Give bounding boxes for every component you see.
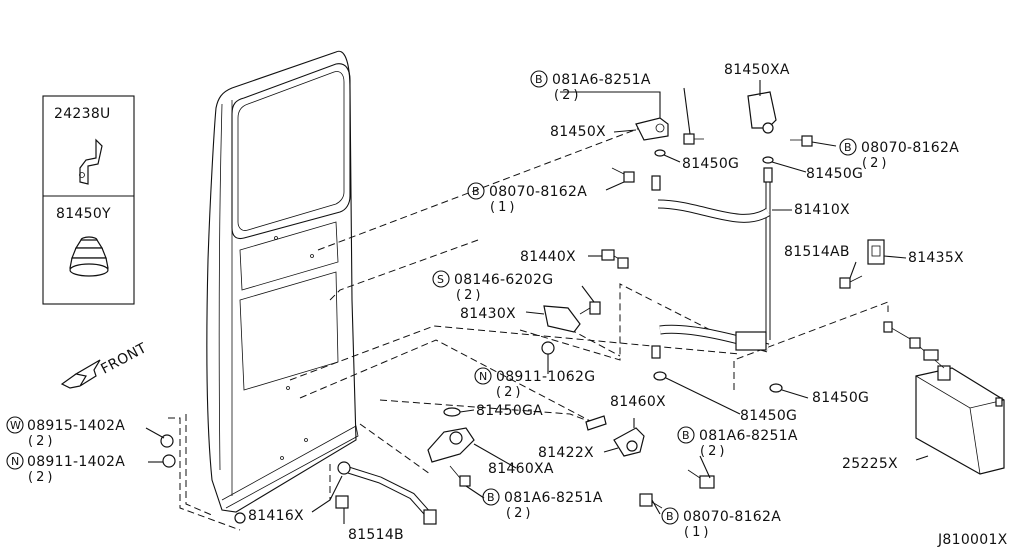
bolt-symbol-icon bbox=[661, 507, 679, 525]
prefix-s: S bbox=[437, 273, 444, 286]
label-81422x: 81422X bbox=[538, 445, 594, 461]
label-08146: 08146-6202G bbox=[454, 272, 553, 288]
prefix-b: B bbox=[844, 141, 852, 154]
label-08911-mid-qty: (2) bbox=[496, 385, 523, 400]
label-08070-top: 08070-8162A bbox=[861, 140, 959, 156]
prefix-b: B bbox=[487, 491, 495, 504]
label-08915-qty: (2) bbox=[28, 434, 55, 449]
label-81450xa: 81450XA bbox=[724, 62, 790, 78]
label-81450x: 81450X bbox=[550, 124, 606, 140]
hinge-81460x bbox=[585, 415, 715, 509]
label-81410x: 81410X bbox=[794, 202, 850, 218]
rod-assembly-81410x bbox=[651, 167, 773, 359]
bracket-24238u-icon bbox=[79, 138, 103, 185]
part-labels: B 081A6-8251A (2) 81450XA 81450X 81450G … bbox=[6, 62, 1008, 548]
front-label: FRONT bbox=[98, 340, 149, 377]
grommet-81450g-lower-right bbox=[769, 383, 783, 393]
grommet-81450g-lower-left bbox=[653, 371, 667, 381]
prefix-b: B bbox=[666, 510, 674, 523]
label-08070-bot: 08070-8162A bbox=[683, 509, 781, 525]
hinge-81460xa bbox=[427, 407, 475, 487]
bolt-symbol-icon bbox=[677, 426, 695, 444]
label-08911-mid: 08911-1062G bbox=[496, 369, 595, 385]
label-08146-qty: (2) bbox=[456, 288, 483, 303]
label-081a6-bot: 081A6-8251A bbox=[504, 490, 603, 506]
label-81416x: 81416X bbox=[248, 508, 304, 524]
label-081a6-mid: 081A6-8251A bbox=[699, 428, 798, 444]
bolt-symbol-icon bbox=[467, 182, 485, 200]
label-081a6-top: 081A6-8251A bbox=[552, 72, 651, 88]
prefix-n: N bbox=[479, 370, 487, 383]
front-arrow: FRONT bbox=[60, 340, 150, 389]
label-81430x: 81430X bbox=[460, 306, 516, 322]
washer-symbol-icon bbox=[6, 416, 24, 434]
nut-08911-icon bbox=[162, 454, 176, 468]
bracket-81430x bbox=[541, 301, 601, 355]
label-81514ab: 81514AB bbox=[784, 244, 850, 260]
inset-box: 24238U 81450Y bbox=[42, 95, 135, 305]
rear-door-panel bbox=[206, 50, 359, 524]
prefix-b: B bbox=[682, 429, 690, 442]
prefix-n: N bbox=[11, 455, 19, 468]
label-081a6-mid-qty: (2) bbox=[700, 444, 727, 459]
label-81435x: 81435X bbox=[908, 250, 964, 266]
prefix-b: B bbox=[472, 185, 480, 198]
label-81450g-c: 81450G bbox=[812, 390, 869, 406]
label-81440x: 81440X bbox=[520, 249, 576, 265]
inset-label-81450y: 81450Y bbox=[56, 206, 111, 222]
label-081a6-top-qty: (2) bbox=[554, 88, 581, 103]
label-08911-left-qty: (2) bbox=[28, 470, 55, 485]
label-08070-mid-qty: (1) bbox=[490, 200, 517, 215]
nut-symbol-icon bbox=[474, 367, 492, 385]
label-81450g-a: 81450G bbox=[682, 156, 739, 172]
clip-81435x bbox=[839, 239, 885, 289]
prefix-w: W bbox=[10, 419, 21, 432]
label-81460x: 81460X bbox=[610, 394, 666, 410]
bolt-symbol-icon bbox=[839, 138, 857, 156]
bracket-81450xa bbox=[747, 91, 813, 164]
label-08070-top-qty: (2) bbox=[862, 156, 889, 171]
label-81450g-d: 81450G bbox=[740, 408, 797, 424]
rubber-boot-81450y-icon bbox=[69, 236, 109, 277]
bolt-symbol-icon bbox=[482, 488, 500, 506]
rod-81416x bbox=[335, 461, 437, 525]
label-81460xa: 81460XA bbox=[488, 461, 554, 477]
diagram-code: J810001X bbox=[937, 532, 1008, 548]
screw-symbol-icon bbox=[432, 270, 450, 288]
label-081a6-bot-qty: (2) bbox=[506, 506, 533, 521]
leader-lines bbox=[145, 80, 929, 524]
inset-label-24238u: 24238U bbox=[54, 106, 111, 122]
prefix-b: B bbox=[535, 73, 543, 86]
label-25225x: 25225X bbox=[842, 456, 898, 472]
bolt-symbol-icon bbox=[530, 70, 548, 88]
nut-symbol-icon bbox=[6, 452, 24, 470]
assembly-lines bbox=[168, 127, 889, 531]
bolt-81440x bbox=[601, 249, 629, 269]
label-81514b: 81514B bbox=[348, 527, 404, 543]
label-08911-left: 08911-1402A bbox=[27, 454, 125, 470]
label-08070-bot-qty: (1) bbox=[684, 525, 711, 540]
label-81450g-b: 81450G bbox=[806, 166, 863, 182]
hinge-81450x bbox=[611, 117, 704, 183]
label-81450ga: 81450GA bbox=[476, 403, 543, 419]
label-08070-mid: 08070-8162A bbox=[489, 184, 587, 200]
label-08915: 08915-1402A bbox=[27, 418, 125, 434]
module-25225x bbox=[883, 321, 1005, 475]
